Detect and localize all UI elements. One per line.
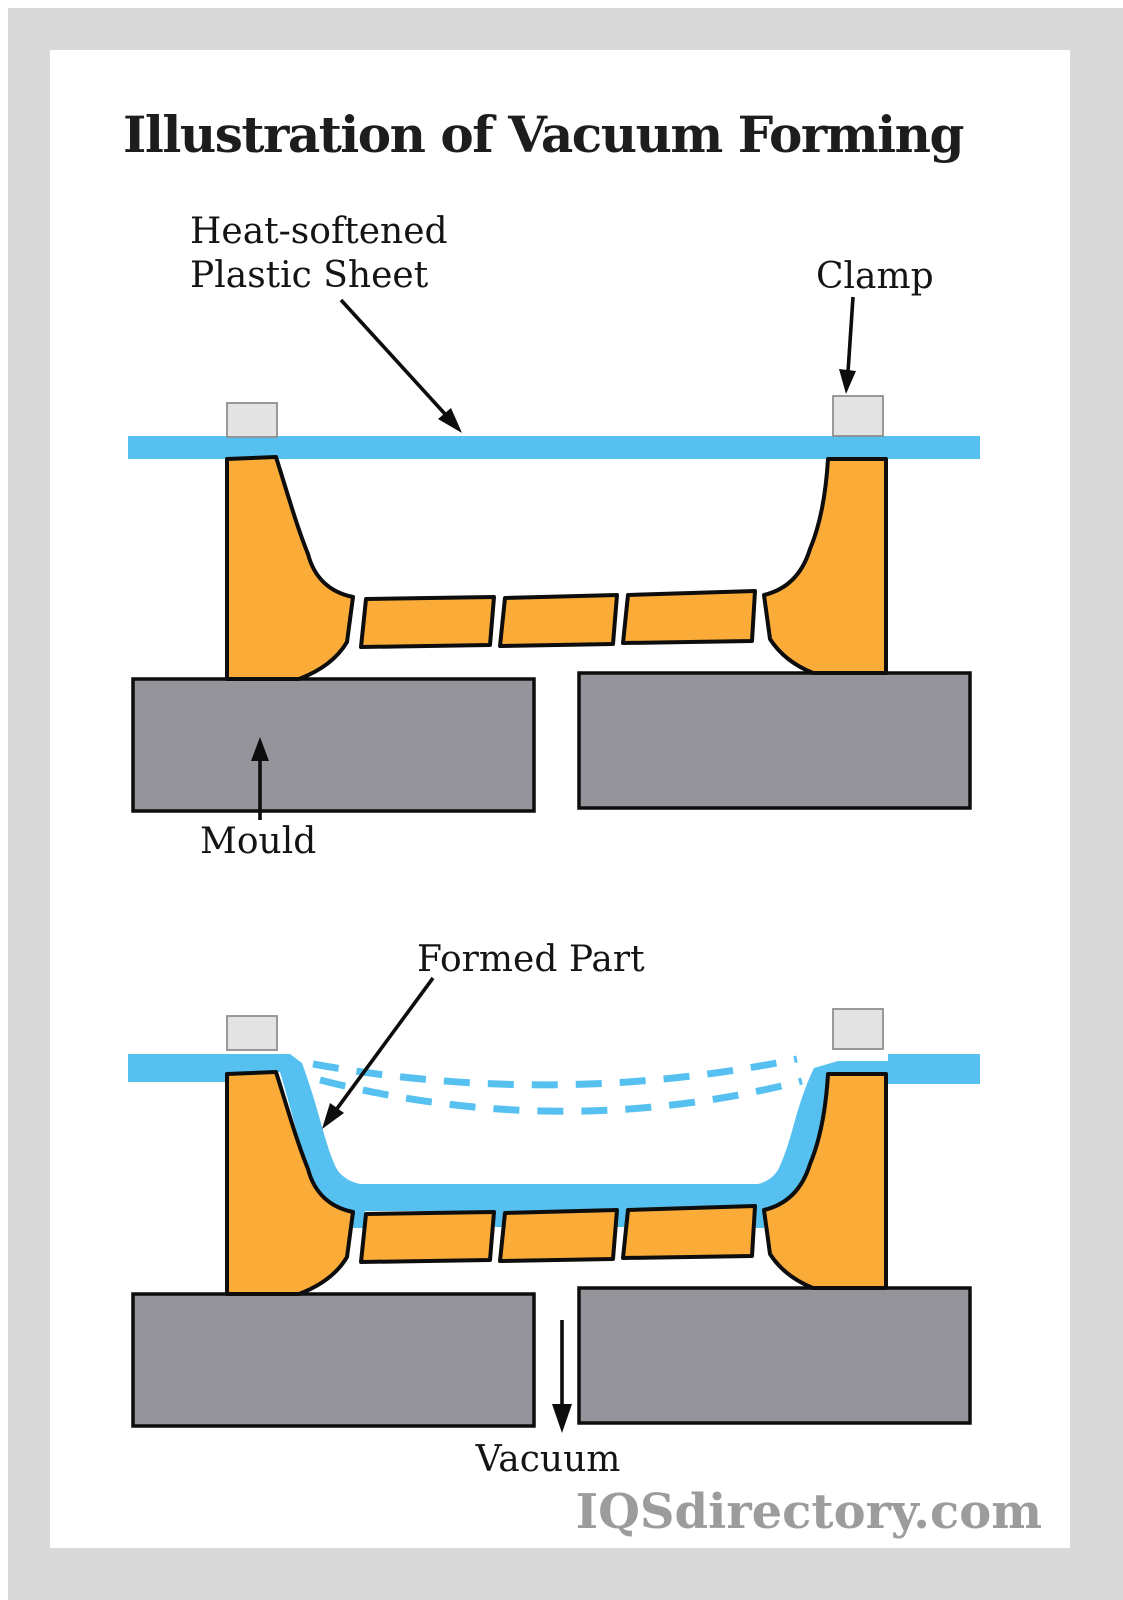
label-sheet-line1: Heat-softened xyxy=(190,211,448,252)
page-title: Illustration of Vacuum Forming xyxy=(123,105,963,164)
sheet-pointer-arrow xyxy=(339,298,462,433)
sheet-in-slot-3 xyxy=(617,1204,628,1227)
formed-part-pointer-arrow xyxy=(322,976,435,1129)
label-formed-part: Formed Part xyxy=(417,939,645,980)
formed-part-shape xyxy=(128,1054,980,1211)
sheet-in-slot-2 xyxy=(495,1204,506,1227)
sheet-intermediate-position-upper xyxy=(312,1055,798,1089)
sheet-intermediate-position-lower xyxy=(319,1076,803,1115)
sheet-in-slot-1 xyxy=(353,1204,365,1228)
plastic-sheet-flat xyxy=(128,436,980,459)
label-vacuum: Vacuum xyxy=(475,1439,621,1480)
label-sheet-line2: Plastic Sheet xyxy=(190,255,429,296)
vacuum-pointer-arrow xyxy=(552,1320,572,1433)
label-clamp: Clamp xyxy=(816,256,934,297)
diagram-heating-stage: Heat-softened Plastic Sheet Clamp Mould xyxy=(128,211,980,862)
diagram-forming-stage: Formed Part Vacuum xyxy=(128,939,980,1480)
clamp-pointer-arrow xyxy=(839,296,856,394)
label-mould: Mould xyxy=(200,821,316,862)
mould-pointer-arrow xyxy=(251,737,269,820)
watermark-text: IQSdirectory.com xyxy=(576,1484,1042,1540)
